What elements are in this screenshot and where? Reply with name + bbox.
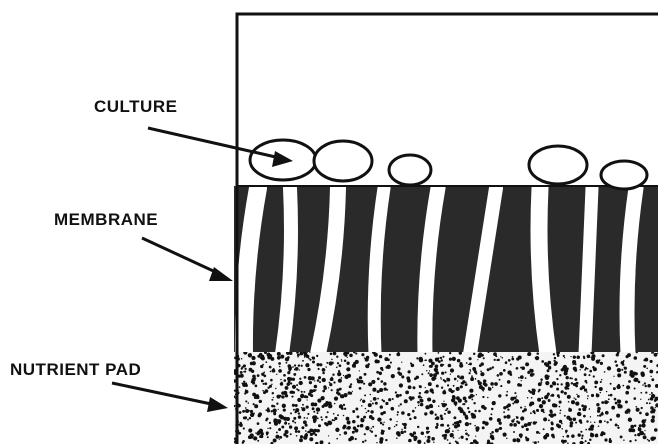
culture-colony — [314, 141, 372, 181]
nutrient-pad-arrow — [112, 383, 228, 412]
culture-colony — [529, 146, 587, 184]
membrane-label: MEMBRANE — [54, 210, 158, 229]
nutrient-pad-layer — [232, 350, 658, 444]
membrane-arrow — [142, 238, 233, 281]
nutrient-pad-label: NUTRIENT PAD — [10, 360, 141, 379]
culture-colony — [389, 155, 431, 185]
membrane-layer — [234, 186, 658, 354]
culture-colony — [601, 161, 647, 189]
membrane-pore — [539, 188, 548, 354]
membrane-pore — [585, 188, 592, 354]
membrane-pore — [627, 188, 636, 354]
culture-label: CULTURE — [94, 97, 177, 116]
